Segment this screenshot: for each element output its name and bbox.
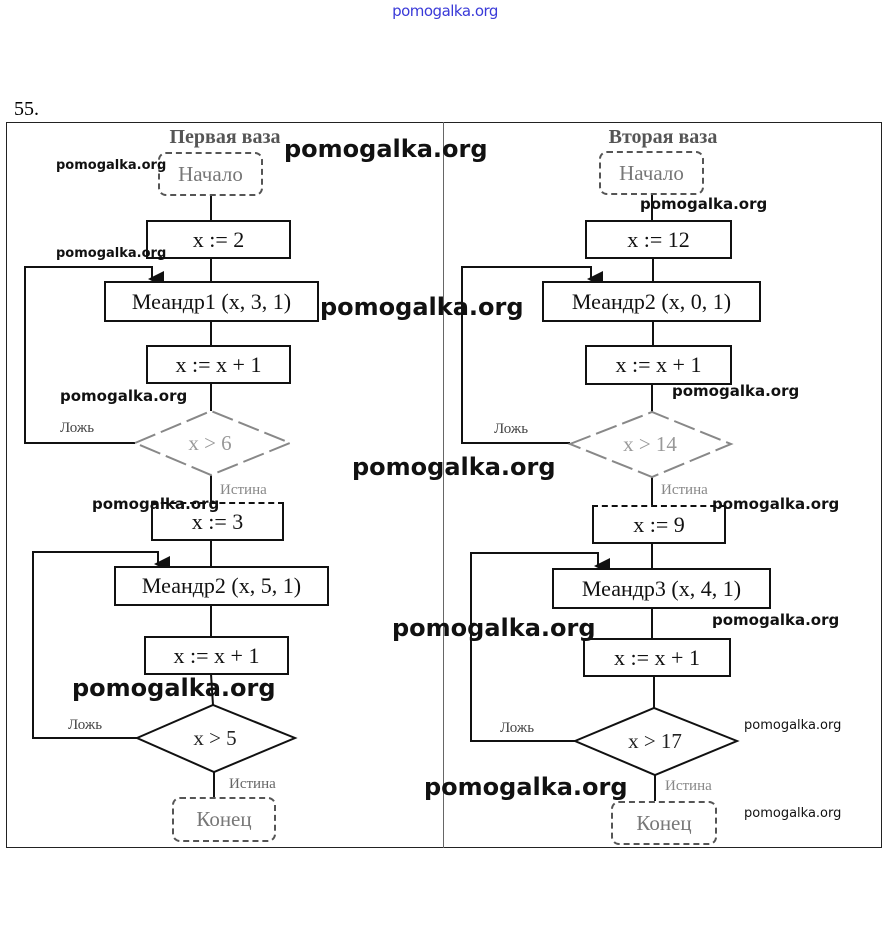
watermark: pomogalka.org xyxy=(92,495,220,513)
watermark: pomogalka.org xyxy=(352,453,556,481)
right-connectors xyxy=(461,195,656,801)
left-loop2-condition: x > 5 xyxy=(193,726,237,750)
diagram-frame xyxy=(6,122,882,848)
right-loop2-inc-box: x := x + 1 xyxy=(583,638,731,677)
left-false-label-1: Ложь xyxy=(60,420,95,436)
watermark: pomogalka.org xyxy=(424,773,628,801)
left-column-title: Первая ваза xyxy=(169,126,281,148)
left-mid-assign-box: x := 3 xyxy=(151,502,284,541)
loop1-back-arrow xyxy=(461,266,603,444)
left-true-label-1: Истина xyxy=(220,482,267,498)
left-start-node: Начало xyxy=(158,152,263,196)
column-divider xyxy=(443,122,444,848)
decision-diamond-left-1 xyxy=(132,409,293,477)
watermark: pomogalka.org xyxy=(640,195,768,213)
left-false-label-2: Ложь xyxy=(68,717,103,733)
right-loop2-call-box: Меандр3 (x, 4, 1) xyxy=(552,568,771,609)
left-loop1-call-box: Меандр1 (x, 3, 1) xyxy=(104,281,319,322)
right-loop1-inc-box: x := x + 1 xyxy=(585,345,732,385)
left-connectors xyxy=(24,195,215,797)
decision-diamond-right-2 xyxy=(572,706,740,777)
loop2-back-arrow xyxy=(470,552,610,742)
connector xyxy=(210,673,214,706)
watermark: pomogalka.org xyxy=(72,674,276,702)
watermark: pomogalka.org xyxy=(320,293,524,321)
left-loop1-condition: x > 6 xyxy=(188,431,232,455)
right-loop1-condition: x > 14 xyxy=(623,432,677,456)
right-true-label-2: Истина xyxy=(665,778,712,794)
watermark: pomogalka.org xyxy=(392,614,596,642)
left-end-node: Конец xyxy=(172,797,276,842)
watermark: pomogalka.org xyxy=(712,495,840,513)
watermark: pomogalka.org xyxy=(60,387,188,405)
loop1-back-arrow xyxy=(24,266,164,444)
task-number: 55. xyxy=(14,98,39,120)
left-loop2-inc-box: x := x + 1 xyxy=(144,636,289,675)
right-end-node: Конец xyxy=(611,801,717,845)
watermark: pomogalka.org xyxy=(672,382,800,400)
right-false-label-2: Ложь xyxy=(500,720,535,736)
watermark-top: pomogalka.org xyxy=(392,2,498,20)
watermark: pomogalka.org xyxy=(744,806,842,821)
right-false-label-1: Ложь xyxy=(494,421,529,437)
watermark: pomogalka.org xyxy=(56,246,167,261)
decision-diamond-left-2 xyxy=(134,703,298,774)
right-loop1-call-box: Меандр2 (x, 0, 1) xyxy=(542,281,761,322)
right-true-label-1: Истина xyxy=(661,482,708,498)
watermark: pomogalka.org xyxy=(284,135,488,163)
right-init-box: x := 12 xyxy=(585,220,732,259)
right-start-node: Начало xyxy=(599,151,704,195)
right-loop2-condition: x > 17 xyxy=(628,729,682,753)
left-loop2-call-box: Меандр2 (x, 5, 1) xyxy=(114,566,329,606)
left-loop1-inc-box: x := x + 1 xyxy=(146,345,291,384)
watermark: pomogalka.org xyxy=(56,158,167,173)
right-column-title: Вторая ваза xyxy=(608,126,718,148)
left-init-box: x := 2 xyxy=(146,220,291,259)
loop2-back-arrow xyxy=(32,551,170,739)
decision-diamond-right-1 xyxy=(567,410,734,479)
right-mid-assign-box: x := 9 xyxy=(592,505,726,544)
watermark: pomogalka.org xyxy=(744,718,842,733)
watermark: pomogalka.org xyxy=(712,611,840,629)
left-true-label-2: Истина xyxy=(229,776,276,792)
